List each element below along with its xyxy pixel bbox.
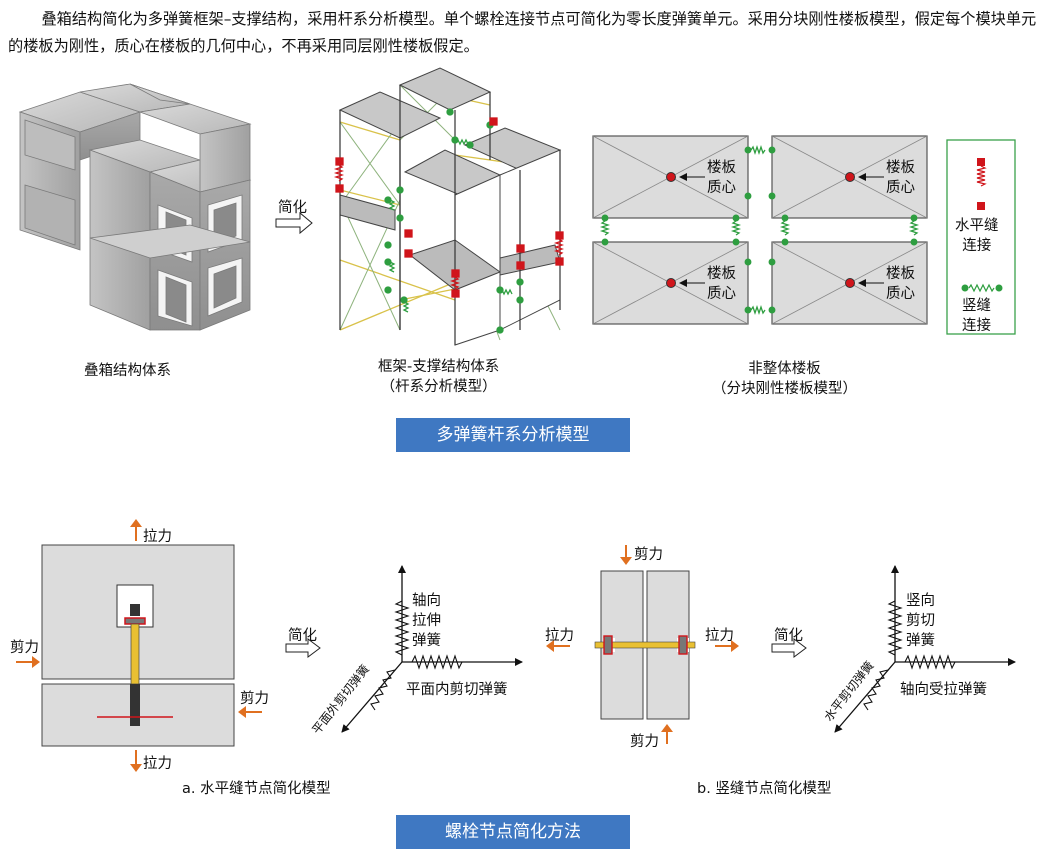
floor-label-line2: （分块刚性楼板模型） (712, 381, 857, 397)
floor-system-label: 非整体楼板 （分块刚性楼板模型） (712, 359, 857, 399)
frame-bracing-model-illustration (333, 67, 565, 346)
legend-horizontal-line1: 水平缝 (955, 218, 999, 234)
simplify-arrow-a (285, 638, 321, 658)
axis-axial-tension-label: 轴向受拉弹簧 (900, 682, 987, 698)
spring-axes-b (834, 565, 1016, 733)
frame-label-line1: 框架-支撑结构体系 (378, 359, 500, 375)
floor-block-tr (771, 135, 928, 219)
centroid-label-line2: 质心 (707, 180, 736, 196)
stack-system-label: 叠箱结构体系 (84, 363, 171, 379)
axis-horiz-shear-label: 水平剪切弹簧 (821, 658, 877, 724)
simplify-label-top: 简化 (278, 200, 307, 216)
tension-label-a-bottom: 拉力 (143, 756, 172, 772)
frame-label-line2: （杆系分析模型） (380, 379, 497, 395)
tension-label-b-left: 拉力 (545, 628, 574, 644)
centroid-label-line1: 楼板 (707, 160, 736, 176)
spring-axes-a (341, 565, 523, 733)
axis-axial-line3: 弹簧 (412, 633, 441, 649)
caption-b: b. 竖缝节点简化模型 (697, 781, 832, 797)
axis-axial-line2: 拉伸 (412, 613, 441, 629)
axis-outplane-label: 平面外剪切弹簧 (309, 661, 373, 736)
tension-label-a-top: 拉力 (143, 529, 172, 545)
centroid-label-line2: 质心 (707, 286, 736, 302)
shear-label-a-right: 剪力 (240, 691, 269, 707)
centroid-label-tl: 楼板 质心 (707, 158, 736, 198)
centroid-label-line2: 质心 (886, 180, 915, 196)
floor-block-br (771, 241, 928, 325)
floor-block-tl (592, 135, 749, 219)
simplify-label-b: 简化 (774, 628, 803, 644)
banner-top: 多弹簧杆系分析模型 (396, 418, 630, 452)
vertical-joint-illustration (546, 545, 739, 744)
centroid-label-bl: 楼板 质心 (707, 264, 736, 304)
legend-horizontal-line2: 连接 (962, 238, 992, 254)
frame-system-label: 框架-支撑结构体系 （杆系分析模型） (378, 357, 499, 397)
legend-vertical-line2: 连接 (962, 318, 991, 334)
legend-vertical-label: 竖缝 连接 (962, 296, 991, 336)
axis-vert-line1: 竖向 (906, 593, 935, 609)
floor-plan-diagram (592, 135, 928, 325)
simplify-arrow-top (275, 211, 313, 235)
axis-inplane-label: 平面内剪切弹簧 (406, 682, 508, 698)
centroid-label-line1: 楼板 (886, 266, 915, 282)
axis-axial-label: 轴向 拉伸 弹簧 (412, 591, 441, 651)
centroid-label-line1: 楼板 (707, 266, 736, 282)
banner-bottom: 螺栓节点简化方法 (396, 815, 630, 849)
axis-vert-line3: 弹簧 (906, 633, 935, 649)
intro-paragraph: 叠箱结构简化为多弹簧框架–支撑结构，采用杆系分析模型。单个螺栓连接节点可简化为零… (8, 10, 1037, 55)
axis-axial-line1: 轴向 (412, 593, 441, 609)
floor-block-bl (592, 241, 749, 325)
horizontal-joint-illustration (16, 519, 262, 772)
simplify-label-a: 简化 (288, 628, 317, 644)
floor-label-line1: 非整体楼板 (748, 361, 821, 377)
legend-box (946, 139, 1016, 335)
centroid-label-tr: 楼板 质心 (886, 158, 915, 198)
shear-label-b-bottom: 剪力 (630, 734, 659, 750)
caption-a: a. 水平缝节点简化模型 (182, 781, 331, 797)
simplify-arrow-b (771, 638, 807, 658)
axis-vert-label: 竖向 剪切 弹簧 (906, 591, 935, 651)
stacked-box-structure-illustration (18, 83, 252, 331)
centroid-label-br: 楼板 质心 (886, 264, 915, 304)
centroid-label-line1: 楼板 (886, 160, 915, 176)
axis-vert-line2: 剪切 (906, 613, 935, 629)
tension-label-b-right: 拉力 (705, 628, 734, 644)
legend-horizontal-label: 水平缝 连接 (955, 216, 999, 256)
legend-vertical-line1: 竖缝 (962, 298, 991, 314)
centroid-label-line2: 质心 (886, 286, 915, 302)
shear-label-b-top: 剪力 (634, 547, 663, 563)
shear-label-a-left: 剪力 (10, 640, 39, 656)
